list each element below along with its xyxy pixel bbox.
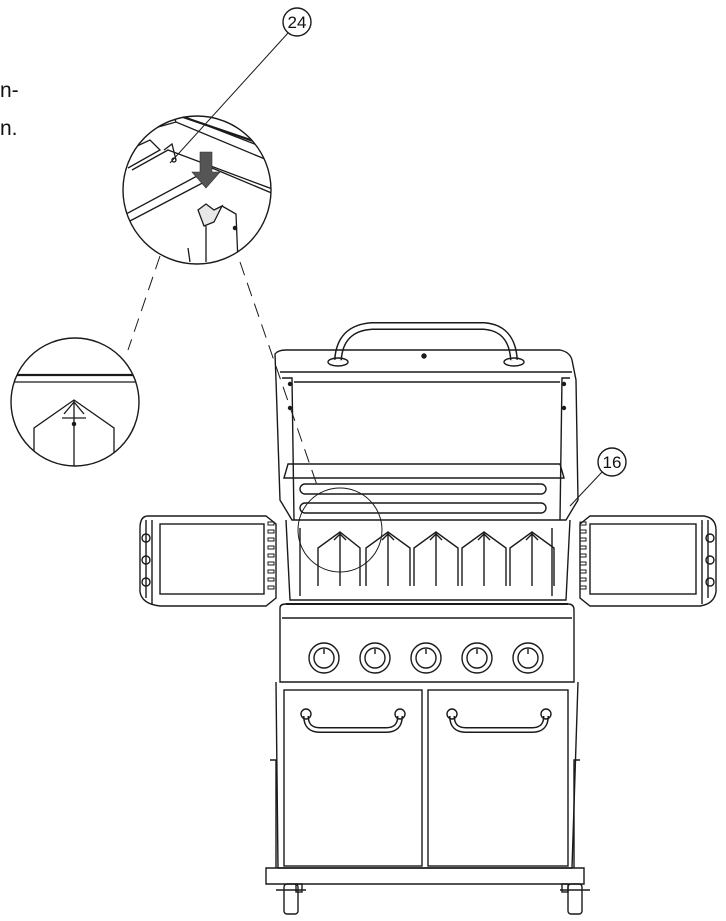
callout-16: 16: [569, 447, 627, 507]
callout-16-circle: [597, 447, 627, 477]
grill-illustration: [139, 322, 717, 915]
detail-circle-top: [122, 115, 272, 265]
callout-16-label: 16: [603, 453, 622, 472]
firebox: [285, 519, 571, 605]
control-knobs: [308, 642, 544, 674]
callout-16-leader: [569, 471, 603, 507]
callout-24-label: 24: [288, 13, 307, 32]
control-panel: [279, 603, 575, 683]
dashed-leader-left: [127, 255, 161, 351]
callout-24: 24: [169, 7, 312, 164]
callout-24-circle: [282, 7, 312, 37]
detail-circle-left: [10, 337, 140, 467]
wheels: [276, 883, 590, 915]
open-lid: [274, 349, 579, 521]
cut-text-line-2: n.: [0, 117, 18, 140]
right-side-shelf: [579, 515, 717, 607]
cabinet: [265, 681, 585, 885]
cut-text-line-1: n-: [0, 79, 19, 102]
dashed-leader-top: [239, 261, 319, 489]
left-side-shelf: [139, 515, 277, 607]
lid-handle: [327, 322, 525, 367]
callout-24-leader: [169, 32, 289, 164]
warming-rack: [283, 463, 565, 514]
flame-tamers: [317, 531, 555, 586]
down-arrow-icon: [191, 151, 221, 189]
